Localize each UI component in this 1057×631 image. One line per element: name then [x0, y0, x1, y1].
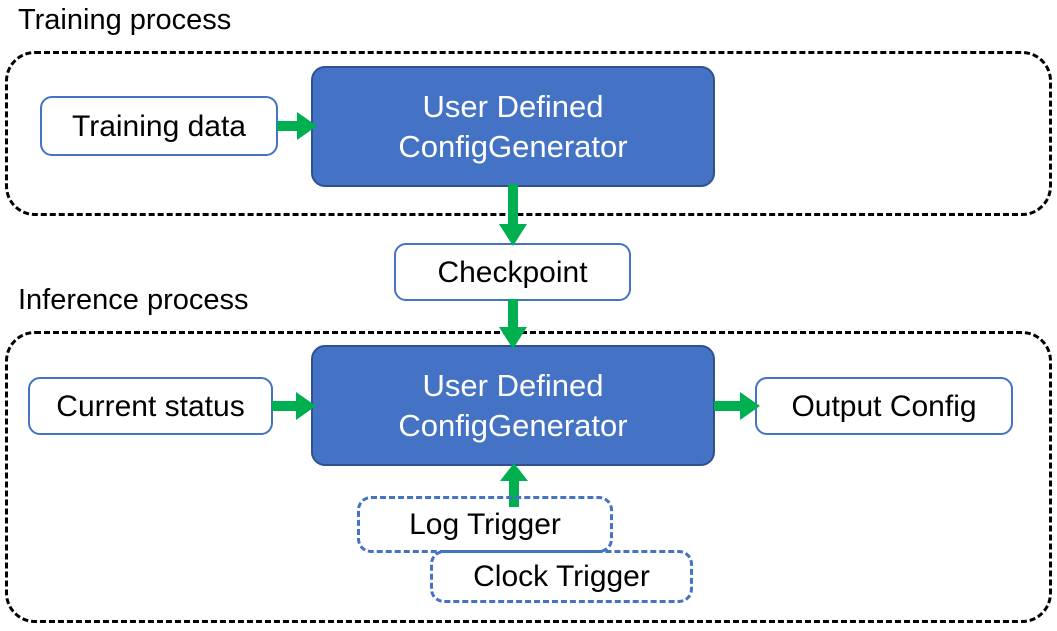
node-user-defined-configgenerator-training[interactable]: User Defined ConfigGenerator — [311, 66, 715, 187]
node-output-config[interactable]: Output Config — [755, 377, 1013, 435]
arrow-current-status-to-generator-icon — [272, 392, 316, 420]
generator-inference-line-1: User Defined — [422, 367, 604, 403]
arrow-generator-to-checkpoint-icon — [499, 184, 527, 246]
process-container-training — [5, 51, 1052, 216]
node-user-defined-configgenerator-inference[interactable]: User Defined ConfigGenerator — [311, 345, 715, 466]
arrow-generator-to-output-config-icon — [714, 392, 760, 420]
arrow-training-data-to-generator-icon — [277, 112, 317, 140]
section-label-training-process: Training process — [18, 4, 232, 36]
node-clock-trigger[interactable]: Clock Trigger — [430, 550, 693, 603]
generator-inference-line-2: ConfigGenerator — [398, 407, 628, 443]
node-training-data[interactable]: Training data — [40, 96, 278, 156]
generator-training-line-1: User Defined — [422, 88, 604, 124]
section-label-inference-process: Inference process — [18, 284, 249, 316]
node-log-trigger[interactable]: Log Trigger — [357, 496, 613, 553]
arrow-checkpoint-to-generator-icon — [499, 299, 527, 349]
generator-training-line-2: ConfigGenerator — [398, 128, 628, 164]
process-container-inference — [5, 331, 1052, 623]
arrow-trigger-to-generator-icon — [500, 463, 528, 507]
node-current-status[interactable]: Current status — [28, 377, 273, 435]
node-checkpoint[interactable]: Checkpoint — [394, 243, 631, 301]
